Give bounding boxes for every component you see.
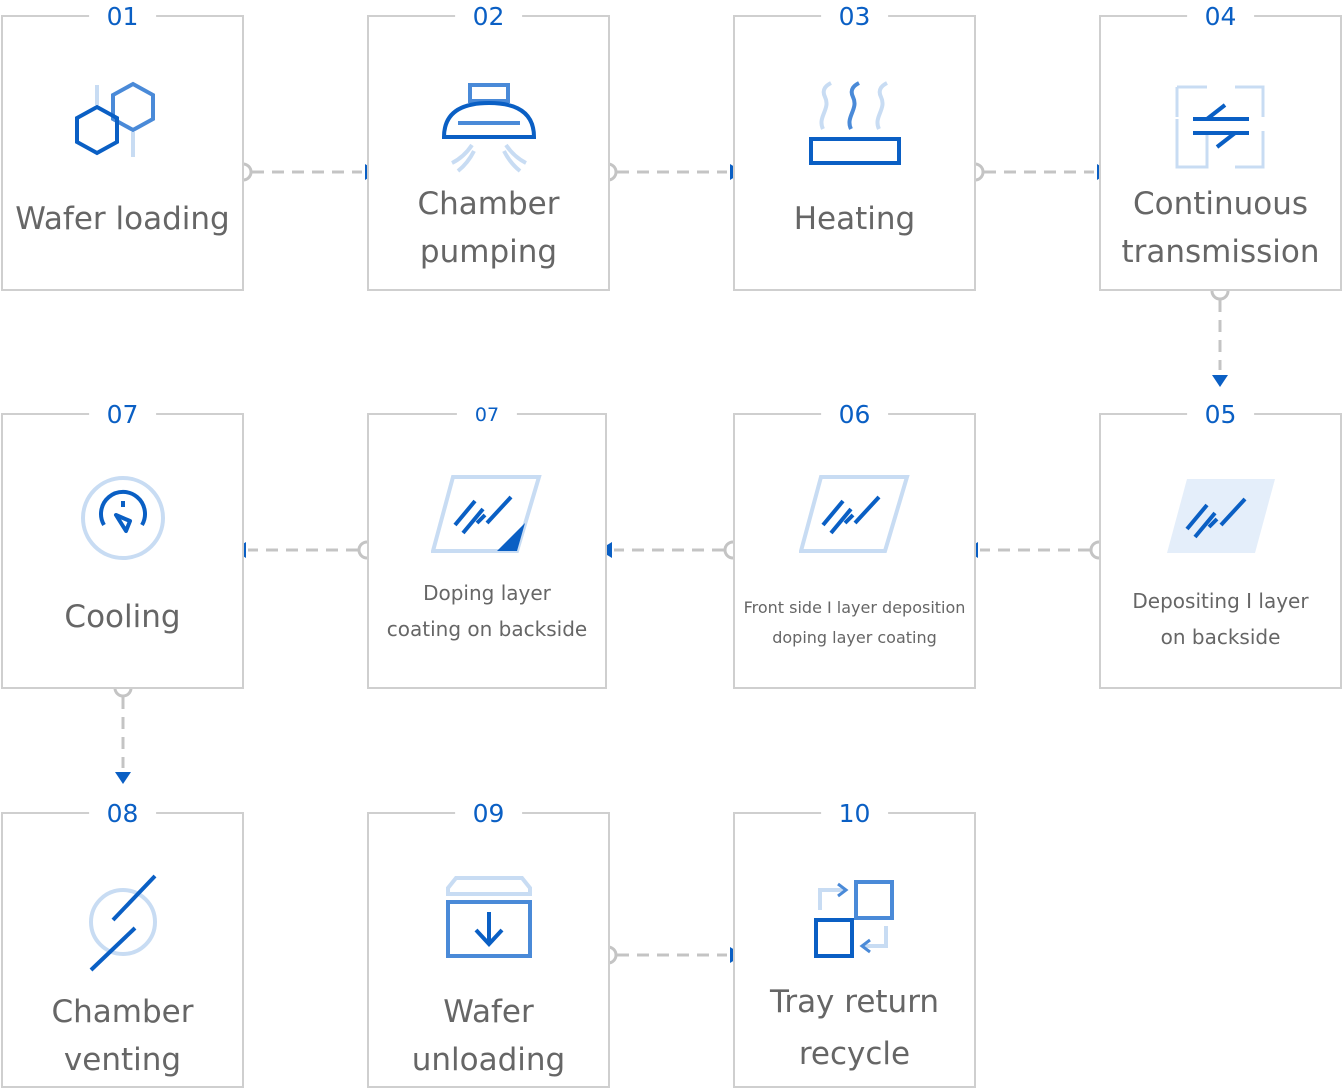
step-label: Cooling (64, 599, 181, 635)
step-number: 10 (820, 801, 889, 827)
step-label-line2: on backside (1160, 625, 1281, 649)
connector-07-cooling (233, 540, 377, 560)
step-number: 04 (1186, 4, 1255, 30)
connector-04-05 (1210, 281, 1230, 387)
step-label-line1: Depositing I layer (1132, 589, 1309, 613)
step-number: 05 (1186, 402, 1255, 428)
step-number: 07 (88, 402, 157, 428)
step-label-line1: Chamber (51, 994, 194, 1030)
step-label-line1: Chamber (417, 186, 560, 222)
connector-09-10 (598, 945, 743, 965)
vacuum-hood-icon (441, 83, 536, 173)
step-label-line1: Doping layer (423, 581, 551, 605)
connector-03-04 (965, 162, 1110, 182)
vent-slash-icon (88, 874, 157, 972)
step-card-10: 10 Tray return recycle (733, 801, 976, 1088)
hexagon-molecule-icon (74, 81, 155, 157)
step-card-02: 02 Chamber pumping (367, 4, 610, 291)
step-card-01: 01 Wafer loading (1, 4, 244, 291)
step-card-03: 03 Heating (733, 4, 976, 291)
glass-panel-icon (798, 475, 910, 553)
step-label-line1: Tray return (769, 984, 940, 1020)
step-label-line2: unloading (411, 1042, 566, 1078)
step-label: Wafer loading (15, 201, 230, 237)
step-number: 08 (88, 801, 157, 827)
step-card-09: 09 Wafer unloading (367, 801, 610, 1088)
step-label-line2: doping layer coating (772, 628, 937, 647)
step-label-line2: pumping (419, 234, 558, 270)
step-card-05: 05 Depositing I layer on backside (1099, 402, 1342, 689)
connector-02-03 (598, 162, 743, 182)
step-card-04: 04 Continuous transmission (1099, 4, 1342, 291)
step-number: 06 (820, 402, 889, 428)
step-number: 09 (454, 801, 523, 827)
step-label-line1: Front side I layer deposition (743, 598, 966, 617)
step-card-cooling: 07 Cooling (1, 402, 244, 689)
step-label-line1: Wafer (443, 994, 534, 1030)
step-number: 07 (456, 402, 518, 428)
step-card-08: 08 Chamber venting (1, 801, 244, 1088)
step-label-line1: Continuous (1132, 186, 1309, 222)
step-label-line2: venting (63, 1042, 182, 1078)
connector-01-02 (233, 162, 378, 182)
step-label: Heating (793, 201, 916, 237)
gauge-icon (80, 476, 165, 560)
step-number: 03 (820, 4, 889, 30)
step-label-line2: recycle (798, 1036, 911, 1072)
connector-cooling-08 (113, 678, 133, 784)
transfer-arrows-icon (1175, 85, 1264, 169)
step-label-line2: coating on backside (386, 617, 588, 641)
glass-panel-icon (1166, 479, 1275, 553)
recycle-squares-icon (813, 880, 894, 958)
connector-06-07 (599, 540, 743, 560)
connector-05-06 (965, 540, 1109, 560)
step-label-line2: transmission (1121, 234, 1320, 270)
unload-tray-icon (445, 876, 532, 958)
glass-panel-corner-icon (431, 475, 542, 553)
step-card-06: 06 Front side I layer deposition doping … (733, 402, 976, 689)
step-number: 02 (454, 4, 523, 30)
heating-plate-icon (808, 81, 901, 165)
step-card-07: 07 Doping layer coating on backside (367, 402, 607, 689)
step-number: 01 (88, 4, 157, 30)
